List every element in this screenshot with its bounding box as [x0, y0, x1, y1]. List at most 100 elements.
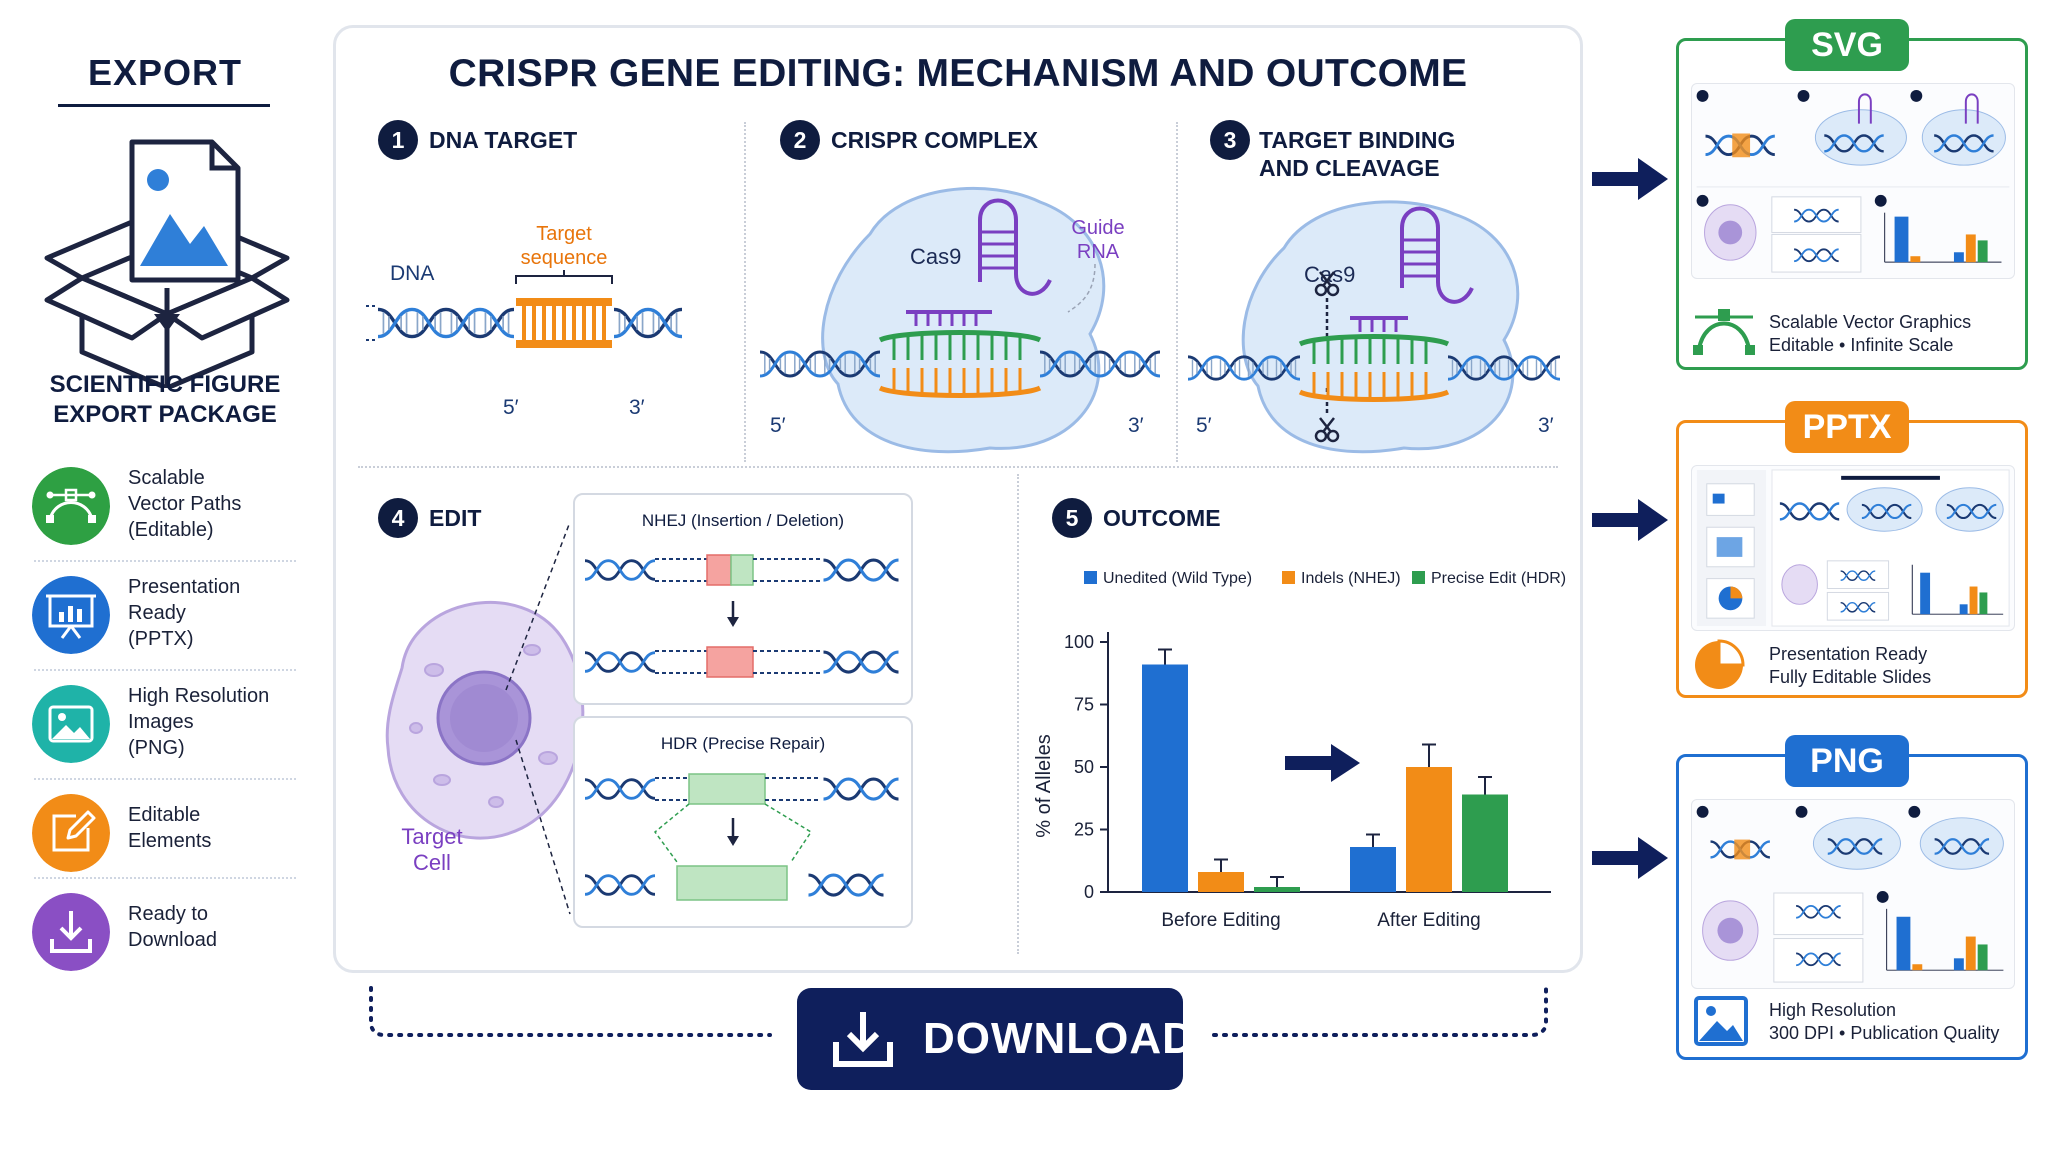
step-3-number: 3 [1210, 120, 1250, 160]
image-icon [32, 685, 110, 763]
before-after-arrow-icon [1285, 744, 1360, 782]
chart-legend: Unedited (Wild Type) Indels (NHEJ) Preci… [1084, 570, 1566, 587]
five-prime-label: 5′ [770, 414, 786, 437]
x-category-label: Before Editing [1161, 910, 1280, 931]
vector-path-icon [1693, 309, 1755, 355]
target-label-line2: sequence [521, 247, 608, 269]
legend-swatch-hdr [1412, 571, 1425, 584]
down-arrow-icon [727, 617, 739, 627]
hdr-panel: HDR (Precise Repair) [573, 716, 913, 928]
step-5-title: OUTCOME [1103, 505, 1221, 531]
insertion-block [730, 554, 754, 586]
target-cell-label-line1: Target [401, 824, 462, 849]
three-prime-label: 3′ [1128, 414, 1144, 437]
cas9-protein-shape [1241, 200, 1520, 454]
legend-swatch-indels [1282, 571, 1295, 584]
download-connector-right [1212, 986, 1548, 1037]
svg-preview-thumbnail [1691, 83, 2015, 279]
dna-label: DNA [390, 262, 434, 285]
target-binding-diagram: Cas9 5′ 3′ [1184, 200, 1564, 454]
sidebar: EXPORT SCIENTIFIC FIGURE EXPORT PACKAGE [20, 30, 300, 1030]
export-title-underline [58, 104, 270, 107]
crispr-complex-diagram: Cas9 Guide RNA 5′ 3′ [750, 186, 1170, 454]
bar-1-0 [1350, 847, 1396, 892]
bar-0-2 [1254, 887, 1300, 892]
scissors-icon [1314, 388, 1340, 443]
download-label: DOWNLOAD [923, 1014, 1195, 1063]
guide-rna-label-line2: RNA [1077, 241, 1120, 263]
target-cell-diagram: Target Cell [385, 601, 585, 875]
edit-icon [32, 794, 110, 872]
legend-label-unedited: Unedited (Wild Type) [1103, 570, 1252, 587]
vector-path-icon [32, 467, 110, 545]
png-tab[interactable]: PNG [1785, 735, 1909, 787]
package-title: SCIENTIFIC FIGURE EXPORT PACKAGE [20, 370, 310, 430]
package-title-line2: EXPORT PACKAGE [53, 401, 277, 428]
five-prime-label: 5′ [1196, 414, 1212, 437]
bar-0-1 [1198, 872, 1244, 892]
five-prime-label: 5′ [503, 396, 519, 418]
download-connector-left [369, 986, 772, 1037]
step-4-number: 4 [378, 498, 418, 538]
download-icon [833, 1012, 893, 1067]
presentation-icon [32, 576, 110, 654]
bar-1-2 [1462, 794, 1508, 892]
legend-label-hdr: Precise Edit (HDR) [1431, 570, 1566, 587]
three-prime-label: 3′ [1538, 414, 1554, 437]
pptx-tab[interactable]: PPTX [1785, 401, 1909, 453]
nhej-title: NHEJ (Insertion / Deletion) [641, 511, 845, 530]
pie-chart-icon [1695, 639, 1745, 689]
step-2-title: CRISPR COMPLEX [831, 127, 1039, 153]
cas9-label: Cas9 [910, 244, 961, 269]
target-sequence-highlight [516, 298, 612, 348]
y-tick-label: 75 [1074, 695, 1094, 715]
precise-edit-block [676, 865, 788, 901]
figure-title: CRISPR GENE EDITING: MECHANISM AND OUTCO… [448, 52, 1468, 95]
repair-template-block [688, 773, 766, 805]
nhej-diagram [585, 554, 901, 678]
y-tick-label: 25 [1074, 820, 1094, 840]
rna-dna-hybrid [1298, 334, 1450, 402]
zoom-lines [505, 521, 571, 915]
legend-swatch-unedited [1084, 571, 1097, 584]
step-4-title: EDIT [429, 505, 482, 531]
download-icon [32, 893, 110, 971]
png-preview-thumbnail [1691, 799, 2015, 989]
package-title-line1: SCIENTIFIC FIGURE [49, 371, 281, 398]
deletion-block [706, 554, 732, 586]
image-icon [1694, 996, 1748, 1046]
svg-tab[interactable]: SVG [1785, 19, 1909, 71]
arrow-to-svg-icon [1592, 158, 1668, 200]
y-axis-label: % of Alleles [1033, 734, 1055, 837]
image-file-icon [129, 139, 241, 283]
dna-target-diagram: DNA Target sequence 5′ 3′ [366, 223, 736, 418]
three-prime-label: 3′ [629, 396, 645, 418]
guide-rna [906, 198, 1052, 326]
step-2-number: 2 [780, 120, 820, 160]
guide-rna-label-line1: Guide [1071, 217, 1124, 239]
outcome-chart: Unedited (Wild Type) Indels (NHEJ) Preci… [1033, 570, 1566, 931]
bar-0-0 [1142, 664, 1188, 892]
arrow-to-pptx-icon [1592, 499, 1668, 541]
y-tick-label: 50 [1074, 757, 1094, 777]
arrow-to-png-icon [1592, 837, 1668, 879]
figure-panel: CRISPR GENE EDITING: MECHANISM AND OUTCO… [333, 25, 1583, 973]
hdr-diagram [585, 773, 901, 901]
y-tick-label: 100 [1064, 632, 1094, 652]
step-3-title: TARGET BINDING AND CLEAVAGE [1259, 127, 1456, 181]
download-button[interactable]: DOWNLOAD [797, 988, 1194, 1090]
guide-rna [1350, 206, 1474, 332]
